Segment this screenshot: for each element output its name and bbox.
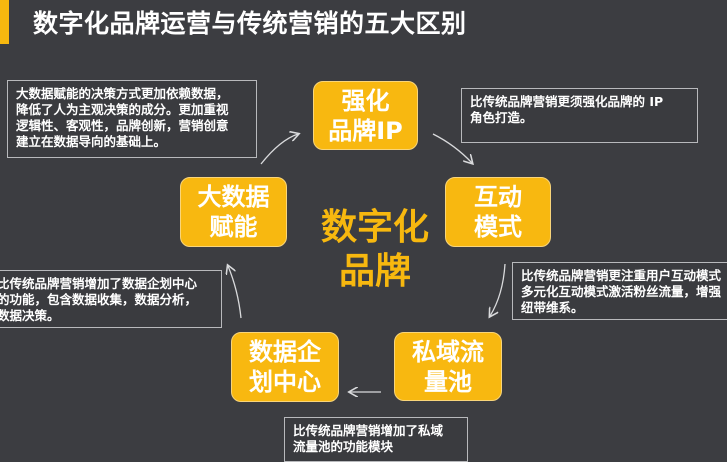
center-label: 数字化 品牌 xyxy=(315,206,435,294)
private-traffic-note: 比传统品牌营销增加了私域 流量池的功能模块 xyxy=(284,417,468,462)
node-brand-ip-line1: 强化 xyxy=(341,86,390,115)
node-brand-ip: 强化 品牌IP xyxy=(313,81,418,150)
brand-ip-note: 比传统品牌营销更须强化品牌的 IP 角色打造。 xyxy=(461,88,698,143)
node-interaction-line2: 模式 xyxy=(474,213,522,241)
node-data-center-line2: 划中心 xyxy=(249,368,321,396)
node-interaction-line1: 互动 xyxy=(474,183,522,211)
title-accent-bar xyxy=(0,0,9,44)
node-interaction: 互动 模式 xyxy=(445,177,551,247)
page-title: 数字化品牌运营与传统营销的五大区别 xyxy=(33,9,467,38)
node-data-center-line1: 数据企 xyxy=(249,338,321,366)
node-big-data-line2: 赋能 xyxy=(209,213,258,241)
node-data-center: 数据企 划中心 xyxy=(231,332,339,402)
big-data-note: 大数据赋能的决策方式更加依赖数据， 降低了人为主观决策的成分。更加重视 逻辑性、… xyxy=(7,80,257,158)
data-center-note: 比传统品牌营销增加了数据企划中心 的功能，包含数据收集，数据分析， 数据决策。 xyxy=(0,270,222,328)
interaction-note: 比传统品牌营销更注重用户互动模式 多元化互动模式激活粉丝流量，增强 纽带维系。 xyxy=(512,262,727,320)
node-brand-ip-line2: 品牌IP xyxy=(328,116,403,145)
node-private-traffic: 私域流 量池 xyxy=(394,332,502,401)
center-label-line2: 品牌 xyxy=(338,251,411,292)
node-big-data: 大数据 赋能 xyxy=(180,177,287,247)
node-big-data-line1: 大数据 xyxy=(197,183,270,211)
node-private-traffic-line1: 私域流 xyxy=(412,337,484,366)
center-label-line1: 数字化 xyxy=(320,207,429,248)
node-private-traffic-line2: 量池 xyxy=(424,367,472,396)
cycle-arrows xyxy=(0,0,506,450)
